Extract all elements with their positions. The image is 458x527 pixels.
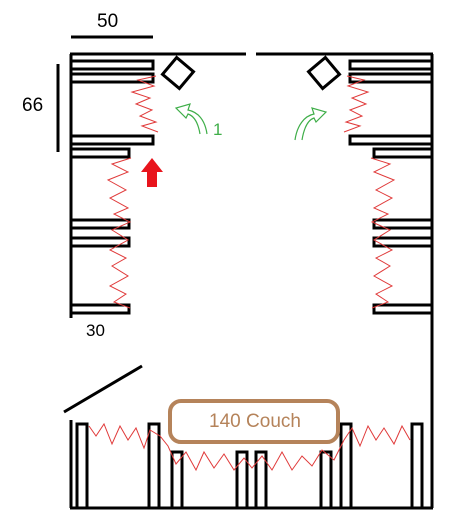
left-panels	[69, 59, 155, 315]
panel	[69, 303, 131, 315]
speaker-icon	[306, 55, 342, 91]
right-panels	[348, 59, 434, 315]
door	[63, 364, 143, 414]
acoustic-zigzags	[88, 75, 411, 472]
panel	[319, 450, 333, 510]
panel	[339, 422, 353, 510]
panel	[69, 218, 131, 230]
zigzag-right-upper	[343, 75, 370, 133]
bottom-panels	[75, 422, 424, 510]
panel	[69, 59, 155, 71]
couch-label: 140 Couch	[209, 410, 301, 432]
dimension-label-top: 50	[97, 11, 119, 32]
panel	[69, 72, 155, 84]
zigzag-right-lower	[370, 157, 396, 309]
zigzag-left-upper	[130, 75, 159, 133]
panel	[69, 147, 131, 159]
speaker-icon	[160, 55, 196, 91]
panel	[348, 72, 434, 84]
panel	[170, 450, 184, 510]
panel	[69, 236, 131, 248]
panel	[410, 422, 424, 510]
panel	[254, 450, 268, 510]
panel	[348, 134, 434, 146]
curved-arrow-icon	[174, 103, 208, 135]
speakers	[160, 55, 342, 91]
up-arrow-icon	[141, 158, 163, 187]
marker-label: 1	[213, 120, 223, 139]
room-walls	[69, 52, 434, 510]
panel	[235, 450, 249, 510]
dimension-label-side: 66	[22, 95, 44, 116]
panel	[372, 218, 434, 230]
panel	[69, 134, 155, 146]
zigzag-left-lower	[106, 157, 132, 309]
panel	[147, 422, 161, 510]
zigzag-bottom	[88, 422, 411, 472]
panel	[348, 59, 434, 71]
panel	[372, 147, 434, 159]
panel	[372, 303, 434, 315]
panel	[372, 236, 434, 248]
dimension-label-gap: 30	[86, 321, 105, 340]
curved-arrow-icon	[294, 107, 328, 141]
panel	[75, 422, 89, 510]
curved-arrows	[174, 103, 328, 141]
couch	[168, 399, 340, 444]
